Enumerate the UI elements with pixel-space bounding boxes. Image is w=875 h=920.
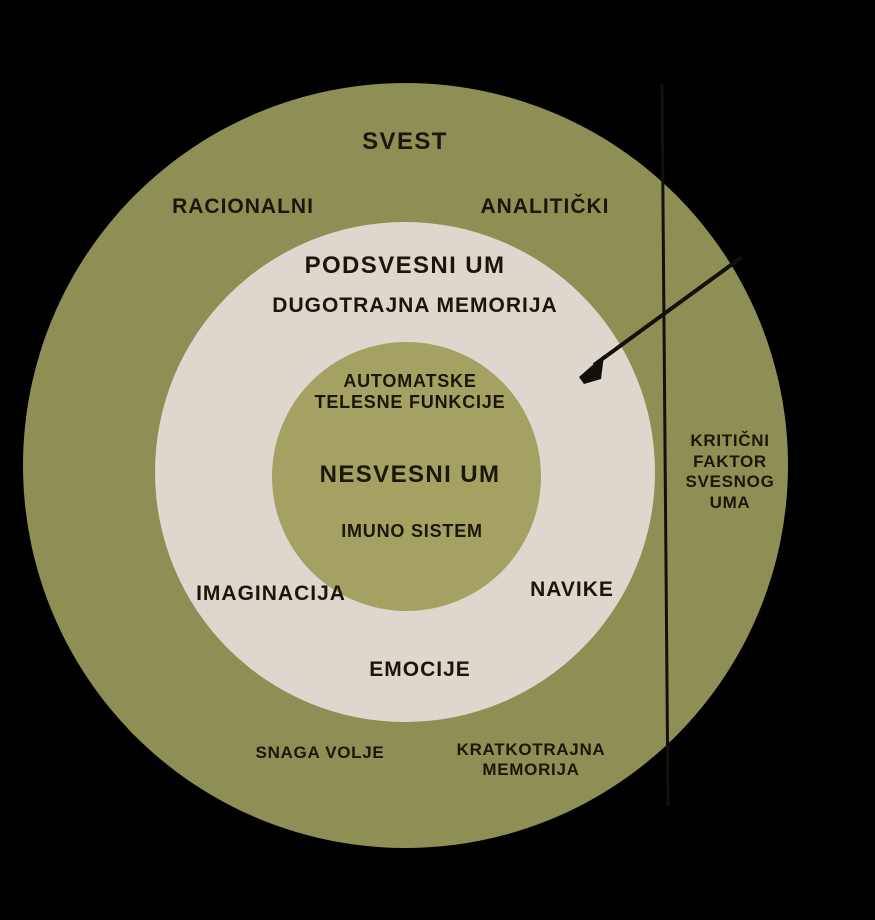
label-podsvesni-um: PODSVESNI UM	[304, 252, 506, 279]
label-emocije: EMOCIJE	[369, 658, 471, 681]
label-analiticki: ANALITIČKI	[480, 195, 610, 218]
label-svest: SVEST	[362, 128, 448, 155]
label-navike: NAVIKE	[530, 578, 614, 601]
label-imuno-sistem: IMUNO SISTEM	[341, 521, 483, 541]
label-dugotrajna-memorija: DUGOTRAJNA MEMORIJA	[272, 294, 558, 317]
label-automatske-telesne-funkcije: AUTOMATSKE TELESNE FUNKCIJE	[314, 371, 506, 412]
label-kratkotrajna-memorija: KRATKOTRAJNA MEMORIJA	[456, 740, 606, 779]
label-snaga-volje: SNAGA VOLJE	[255, 743, 385, 762]
label-racionalni: RACIONALNI	[172, 195, 314, 218]
label-imaginacija: IMAGINACIJA	[196, 582, 346, 605]
inner-circle-unconscious	[272, 342, 541, 611]
label-kriticni-faktor-svesnog-uma: KRITIČNI FAKTOR SVESNOG UMA	[685, 431, 775, 513]
label-nesvesni-um: NESVESNI UM	[319, 461, 501, 488]
